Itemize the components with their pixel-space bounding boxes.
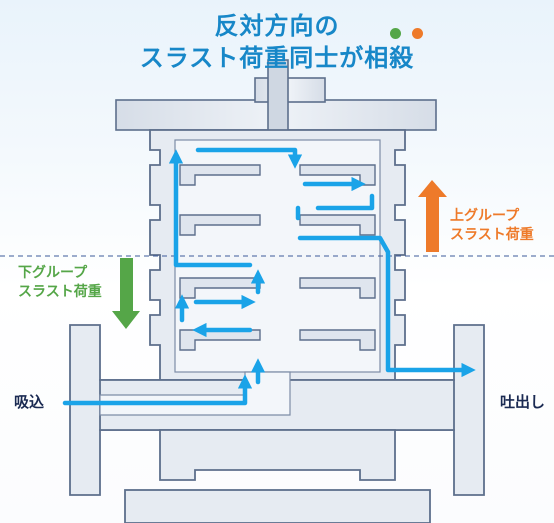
upper-group-label-line-1: 上グループ (450, 208, 520, 224)
lower-group-label-line-2: スラスト荷重 (18, 284, 102, 300)
upper-group-label-line-2: スラスト荷重 (450, 227, 534, 243)
discharge-label: 吐出し (500, 393, 546, 411)
flow-arrows (62, 147, 476, 406)
impeller-stages (179, 164, 376, 351)
upper-thrust-arrow-icon (418, 180, 447, 252)
lower-group-label: 下グループ スラスト荷重 (18, 264, 102, 302)
title-line-1: 反対方向の (214, 12, 340, 40)
lower-group-label-line-1: 下グループ (18, 265, 88, 281)
suction-label: 吸込 (14, 393, 45, 411)
lower-thrust-arrow-icon (112, 258, 140, 329)
orange-dot-icon (412, 28, 423, 39)
green-dot-icon (390, 28, 401, 39)
title-line-2: スラスト荷重同士が相殺 (139, 44, 415, 72)
upper-group-label: 上グループ スラスト荷重 (450, 207, 534, 245)
